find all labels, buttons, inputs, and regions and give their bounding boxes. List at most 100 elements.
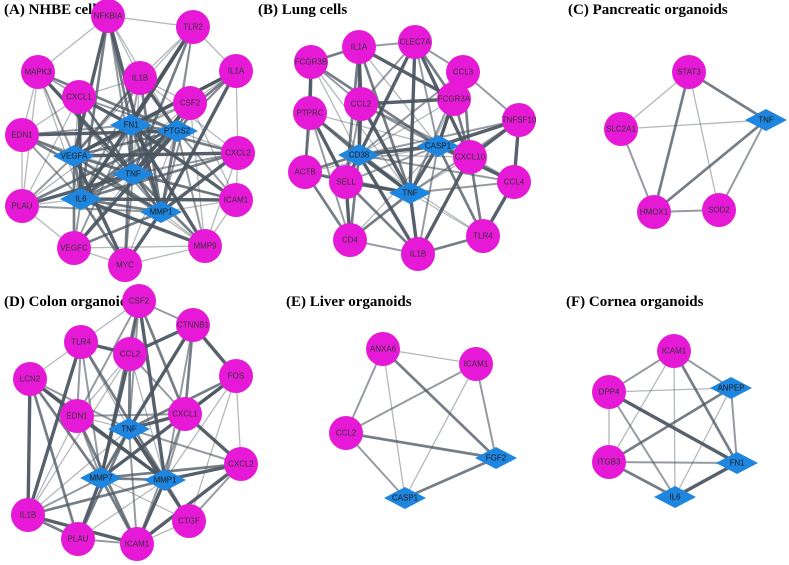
gene-node-csf2[interactable]: CSF2 (122, 284, 156, 318)
gene-node-mapk3[interactable]: MAPK3 (21, 55, 55, 89)
gene-node-vegfc[interactable]: VEGFC (57, 231, 91, 265)
network-edge (27, 428, 130, 516)
gene-node-cxcl10[interactable]: CXCL10 (453, 140, 487, 174)
circle-shape (466, 219, 500, 253)
gene-node-fcgr3a[interactable]: FCGR3A (437, 82, 471, 116)
network-edge (27, 415, 78, 516)
gene-node-nfkbia[interactable]: NFKBIA (91, 0, 125, 33)
gene-node-ccl2[interactable]: CCL2 (113, 337, 147, 371)
panel-e: (E) Liver organoidsANXA6ICAM1CCL2FGF2CAS… (286, 294, 517, 509)
hub-node-ptgs2[interactable]: PTGS2 (156, 120, 198, 142)
gene-node-mmp9[interactable]: MMP9 (188, 229, 222, 263)
gene-node-hmox1[interactable]: HMOX1 (637, 195, 671, 229)
gene-node-il1b[interactable]: IL1B (11, 498, 45, 532)
gene-node-tlr2[interactable]: TLR2 (176, 10, 210, 44)
hub-node-tnf[interactable]: TNF (389, 182, 431, 204)
gene-node-il1a[interactable]: IL1A (342, 30, 376, 64)
gene-node-slc2a1[interactable]: SLC2A1 (604, 112, 638, 146)
gene-node-il1b[interactable]: IL1B (123, 61, 157, 95)
circle-shape (398, 25, 432, 59)
node-label: MMP7 (89, 474, 113, 483)
gene-node-sell[interactable]: SELL (329, 165, 363, 199)
gene-node-ccl2[interactable]: CCL2 (329, 416, 363, 450)
hub-node-anpep[interactable]: ANPEP (710, 377, 752, 399)
node-label: CD38 (349, 151, 370, 160)
gene-node-lcn2[interactable]: LCN2 (13, 362, 47, 396)
node-label: IL1B (132, 74, 148, 83)
gene-node-plau[interactable]: PLAU (5, 189, 39, 223)
gene-node-stat3[interactable]: STAT3 (672, 55, 706, 89)
gene-node-ccl2[interactable]: CCL2 (344, 87, 378, 121)
network-edge (79, 123, 133, 201)
hub-node-fgf2[interactable]: FGF2 (475, 447, 517, 469)
hub-node-casp1[interactable]: CASP1 (417, 135, 459, 157)
gene-node-edn1[interactable]: EDN1 (5, 118, 39, 152)
gene-node-plau[interactable]: PLAU (61, 522, 95, 556)
node-label: CCL2 (336, 429, 357, 438)
hub-node-vegfa[interactable]: VEGFA (53, 145, 95, 167)
node-label: FN1 (729, 459, 745, 468)
diamond-shape (654, 486, 696, 508)
circle-shape (294, 45, 328, 79)
gene-node-actb[interactable]: ACTB (288, 155, 322, 189)
circle-shape (176, 10, 210, 44)
node-label: FCGR3A (438, 95, 471, 104)
gene-node-sod2[interactable]: SOD2 (702, 193, 736, 227)
gene-node-ccl4[interactable]: CCL4 (497, 165, 531, 199)
hub-node-mmp7[interactable]: MMP7 (80, 467, 122, 489)
gene-node-tlr4[interactable]: TLR4 (466, 219, 500, 253)
gene-node-tlr4[interactable]: TLR4 (64, 325, 98, 359)
edges (620, 70, 768, 214)
gene-node-fos[interactable]: FOS (219, 359, 253, 393)
hub-node-mmp1[interactable]: MMP1 (140, 201, 182, 223)
hub-node-casp1[interactable]: CASP1 (384, 487, 426, 509)
gene-node-anxa6[interactable]: ANXA6 (366, 332, 400, 366)
hub-node-cd38[interactable]: CD38 (338, 144, 380, 166)
gene-node-ctnnb1[interactable]: CTNNB1 (176, 308, 210, 342)
node-label: ITGB3 (597, 458, 621, 467)
gene-node-cxcl1[interactable]: CXCL1 (168, 397, 202, 431)
circle-shape (342, 30, 376, 64)
gene-node-icam1[interactable]: ICAM1 (459, 347, 493, 381)
gene-node-itgb3[interactable]: ITGB3 (592, 445, 626, 479)
node-label: ICAM1 (464, 360, 489, 369)
gene-node-cxcl1[interactable]: CXCL1 (62, 80, 96, 114)
gene-node-cxcl2[interactable]: CXCL2 (224, 447, 258, 481)
gene-node-cd4[interactable]: CD4 (333, 223, 367, 257)
hub-node-il6[interactable]: IL6 (654, 486, 696, 508)
hub-node-tnf[interactable]: TNF (112, 163, 154, 185)
gene-node-clec7a[interactable]: CLEC7A (398, 25, 432, 59)
hub-node-il6[interactable]: IL6 (60, 188, 102, 210)
panel-title: (C) Pancreatic organoids (568, 2, 728, 18)
gene-node-fcgr3b[interactable]: FCGR3B (294, 45, 328, 79)
hub-node-mmp1[interactable]: MMP1 (144, 469, 186, 491)
node-label: SELL (336, 178, 356, 187)
hub-node-tnf[interactable]: TNF (108, 418, 150, 440)
gene-node-cxcl2[interactable]: CXCL2 (221, 136, 255, 170)
hub-node-fn1[interactable]: FN1 (716, 452, 758, 474)
gene-node-dpp4[interactable]: DPP4 (592, 375, 626, 409)
hub-node-fn1[interactable]: FN1 (110, 114, 152, 136)
network-edge (21, 205, 162, 213)
gene-node-ctgf[interactable]: CTGF (172, 504, 206, 538)
hub-node-tnf[interactable]: TNF (745, 109, 787, 131)
gene-node-il1a[interactable]: IL1A (219, 54, 253, 88)
gene-node-myc[interactable]: MYC (108, 248, 142, 282)
circle-shape (61, 522, 95, 556)
gene-node-icam1[interactable]: ICAM1 (657, 334, 691, 368)
node-label: FCGR3B (295, 58, 327, 67)
gene-node-icam1[interactable]: ICAM1 (219, 183, 253, 217)
gene-node-icam1[interactable]: ICAM1 (120, 527, 154, 561)
node-label: CLEC7A (399, 38, 431, 47)
gene-node-ccl3[interactable]: CCL3 (446, 55, 480, 89)
gene-node-edn1[interactable]: EDN1 (60, 399, 94, 433)
gene-node-csf2[interactable]: CSF2 (173, 86, 207, 120)
gene-node-ptprc[interactable]: PTPRC (293, 96, 327, 130)
gene-node-tnfsf10[interactable]: TNFSF10 (502, 103, 537, 137)
node-label: HMOX1 (640, 208, 669, 217)
gene-node-il1b[interactable]: IL1B (401, 237, 435, 271)
node-label: MMP1 (149, 208, 173, 217)
